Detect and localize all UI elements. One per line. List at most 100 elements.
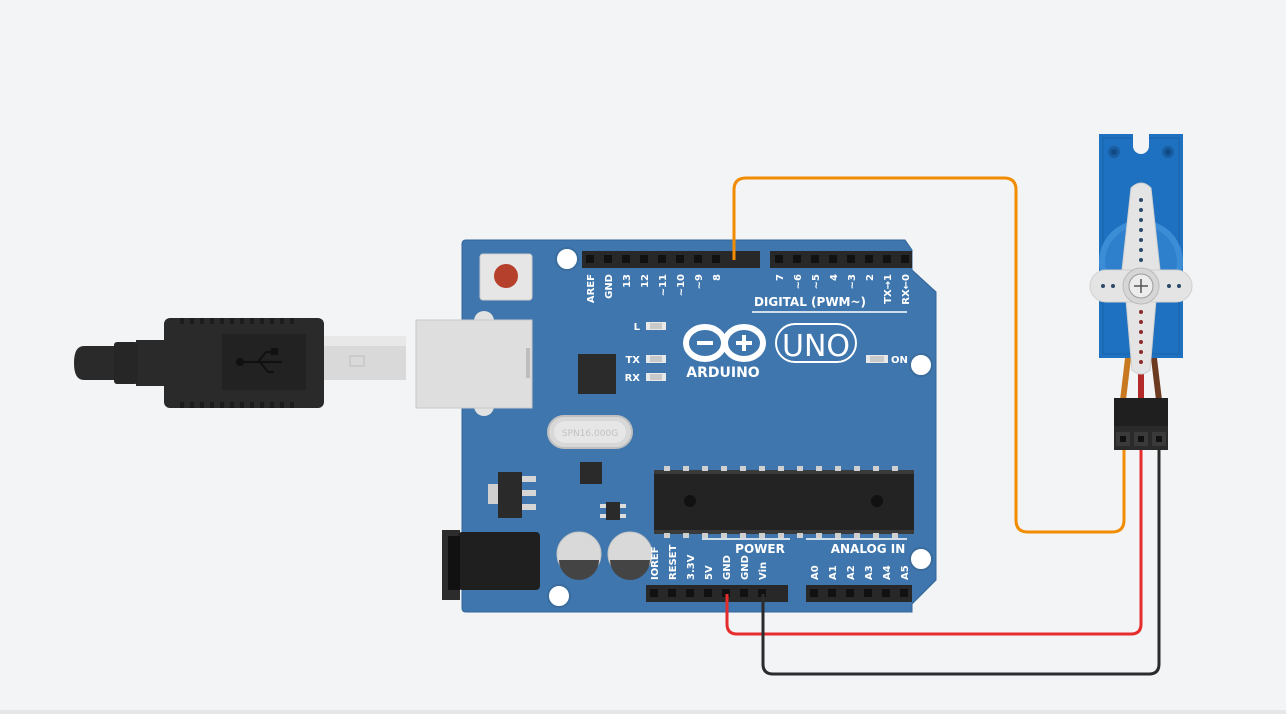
pin-label: 3.3V xyxy=(686,554,697,580)
pin-label: 4 xyxy=(829,274,840,281)
pin-label: 8 xyxy=(712,274,723,281)
mounting-hole xyxy=(547,584,571,608)
pin-socket[interactable] xyxy=(864,589,872,597)
pin-label: ~5 xyxy=(811,274,822,289)
power-header[interactable] xyxy=(646,585,788,602)
pin-socket[interactable] xyxy=(650,589,658,597)
small-chip xyxy=(580,462,602,484)
led-on xyxy=(866,355,888,363)
pin-socket[interactable] xyxy=(622,255,630,263)
usb-icon xyxy=(235,347,282,374)
usb-controller-chip xyxy=(578,354,616,394)
pin-socket[interactable] xyxy=(694,255,702,263)
pin-socket[interactable] xyxy=(846,589,854,597)
pin-socket[interactable] xyxy=(847,255,855,263)
servo-connector[interactable] xyxy=(1114,398,1168,450)
signal-wire[interactable] xyxy=(732,176,1126,534)
pin-socket[interactable] xyxy=(604,255,612,263)
pin-socket[interactable] xyxy=(658,255,666,263)
led-rx xyxy=(646,373,666,381)
pin-socket[interactable] xyxy=(686,589,694,597)
pin-socket[interactable] xyxy=(586,255,594,263)
analog-header[interactable] xyxy=(806,585,912,602)
pin-label: Vin xyxy=(758,562,769,580)
pin-label: TX→1 xyxy=(883,274,894,304)
power-wire[interactable] xyxy=(725,450,1143,636)
pin-label: 5V xyxy=(704,565,715,580)
pin-socket[interactable] xyxy=(810,589,818,597)
pin-label: 12 xyxy=(640,274,651,288)
pin-label: GND xyxy=(740,555,751,580)
digital-header-left[interactable] xyxy=(582,251,760,268)
mounting-hole xyxy=(909,547,933,571)
usb-port xyxy=(415,311,533,416)
arduino-uno-board[interactable]: L TX RX ON SPN16.000G xyxy=(415,239,937,613)
digital-header-label: DIGITAL (PWM~) xyxy=(754,295,866,309)
pin-socket[interactable] xyxy=(828,589,836,597)
pin-socket[interactable] xyxy=(740,589,748,597)
pin-label: 13 xyxy=(622,274,633,288)
led-rx-label: RX xyxy=(625,373,641,384)
pin-socket[interactable] xyxy=(758,589,766,597)
pin-socket[interactable] xyxy=(640,255,648,263)
led-tx xyxy=(646,355,666,363)
pin-socket[interactable] xyxy=(811,255,819,263)
uno-label: UNO xyxy=(782,329,850,364)
pin-socket[interactable] xyxy=(775,255,783,263)
usb-strain-relief xyxy=(74,346,114,380)
pin-label: A2 xyxy=(846,565,857,580)
pin-socket[interactable] xyxy=(865,255,873,263)
atmega-microcontroller xyxy=(654,470,914,534)
pin-label: ~6 xyxy=(793,274,804,289)
analog-header-label: ANALOG IN xyxy=(831,542,906,556)
crystal-label: SPN16.000G xyxy=(562,429,618,439)
pin-label: A3 xyxy=(864,565,875,580)
pin-label: GND xyxy=(722,555,733,580)
pin-label: ~3 xyxy=(847,274,858,289)
pin-label: 7 xyxy=(775,274,786,281)
pin-socket[interactable] xyxy=(704,589,712,597)
mounting-hole xyxy=(909,353,933,377)
pin-label: ~9 xyxy=(694,274,705,289)
uno-badge xyxy=(775,323,857,363)
reset-button[interactable] xyxy=(479,253,533,301)
arduino-infinity-logo xyxy=(683,324,766,362)
pin-socket[interactable] xyxy=(676,255,684,263)
pin-socket[interactable] xyxy=(722,589,730,597)
small-transistor xyxy=(600,502,626,520)
voltage-regulator xyxy=(488,472,536,518)
pin-socket[interactable] xyxy=(883,255,891,263)
micro-servo-motor[interactable] xyxy=(1089,134,1193,450)
pin-socket[interactable] xyxy=(901,255,909,263)
pin-socket[interactable] xyxy=(882,589,890,597)
pin-label: AREF xyxy=(586,274,597,303)
usb-cable[interactable] xyxy=(74,318,406,408)
led-l-label: L xyxy=(634,322,641,333)
power-jack xyxy=(442,530,540,600)
capacitor xyxy=(556,531,602,580)
pin-socket[interactable] xyxy=(793,255,801,263)
pin-socket[interactable] xyxy=(900,589,908,597)
pin-label: RX←0 xyxy=(901,274,912,305)
pin-label: ~11 xyxy=(658,274,669,296)
servo-horn[interactable] xyxy=(1089,182,1193,375)
capacitor xyxy=(607,531,653,580)
pin-label: GND xyxy=(604,274,615,299)
pin-label: ~10 xyxy=(676,274,687,296)
pin-label: A0 xyxy=(810,565,821,580)
power-header-label: POWER xyxy=(735,542,785,556)
pin-socket[interactable] xyxy=(668,589,676,597)
pin-label: IOREF xyxy=(650,546,661,580)
pin-socket[interactable] xyxy=(829,255,837,263)
led-l xyxy=(646,322,666,330)
pin-socket[interactable] xyxy=(712,255,720,263)
ground-wire[interactable] xyxy=(761,450,1161,676)
pin-label: A4 xyxy=(882,565,893,580)
pin-label: RESET xyxy=(668,544,679,580)
led-on-label: ON xyxy=(891,355,908,366)
pin-label: 2 xyxy=(865,274,876,281)
crystal-oscillator: SPN16.000G xyxy=(547,415,633,449)
arduino-brand: ARDUINO xyxy=(686,365,760,381)
pin-label: A1 xyxy=(828,565,839,580)
digital-header-right[interactable] xyxy=(770,251,912,268)
